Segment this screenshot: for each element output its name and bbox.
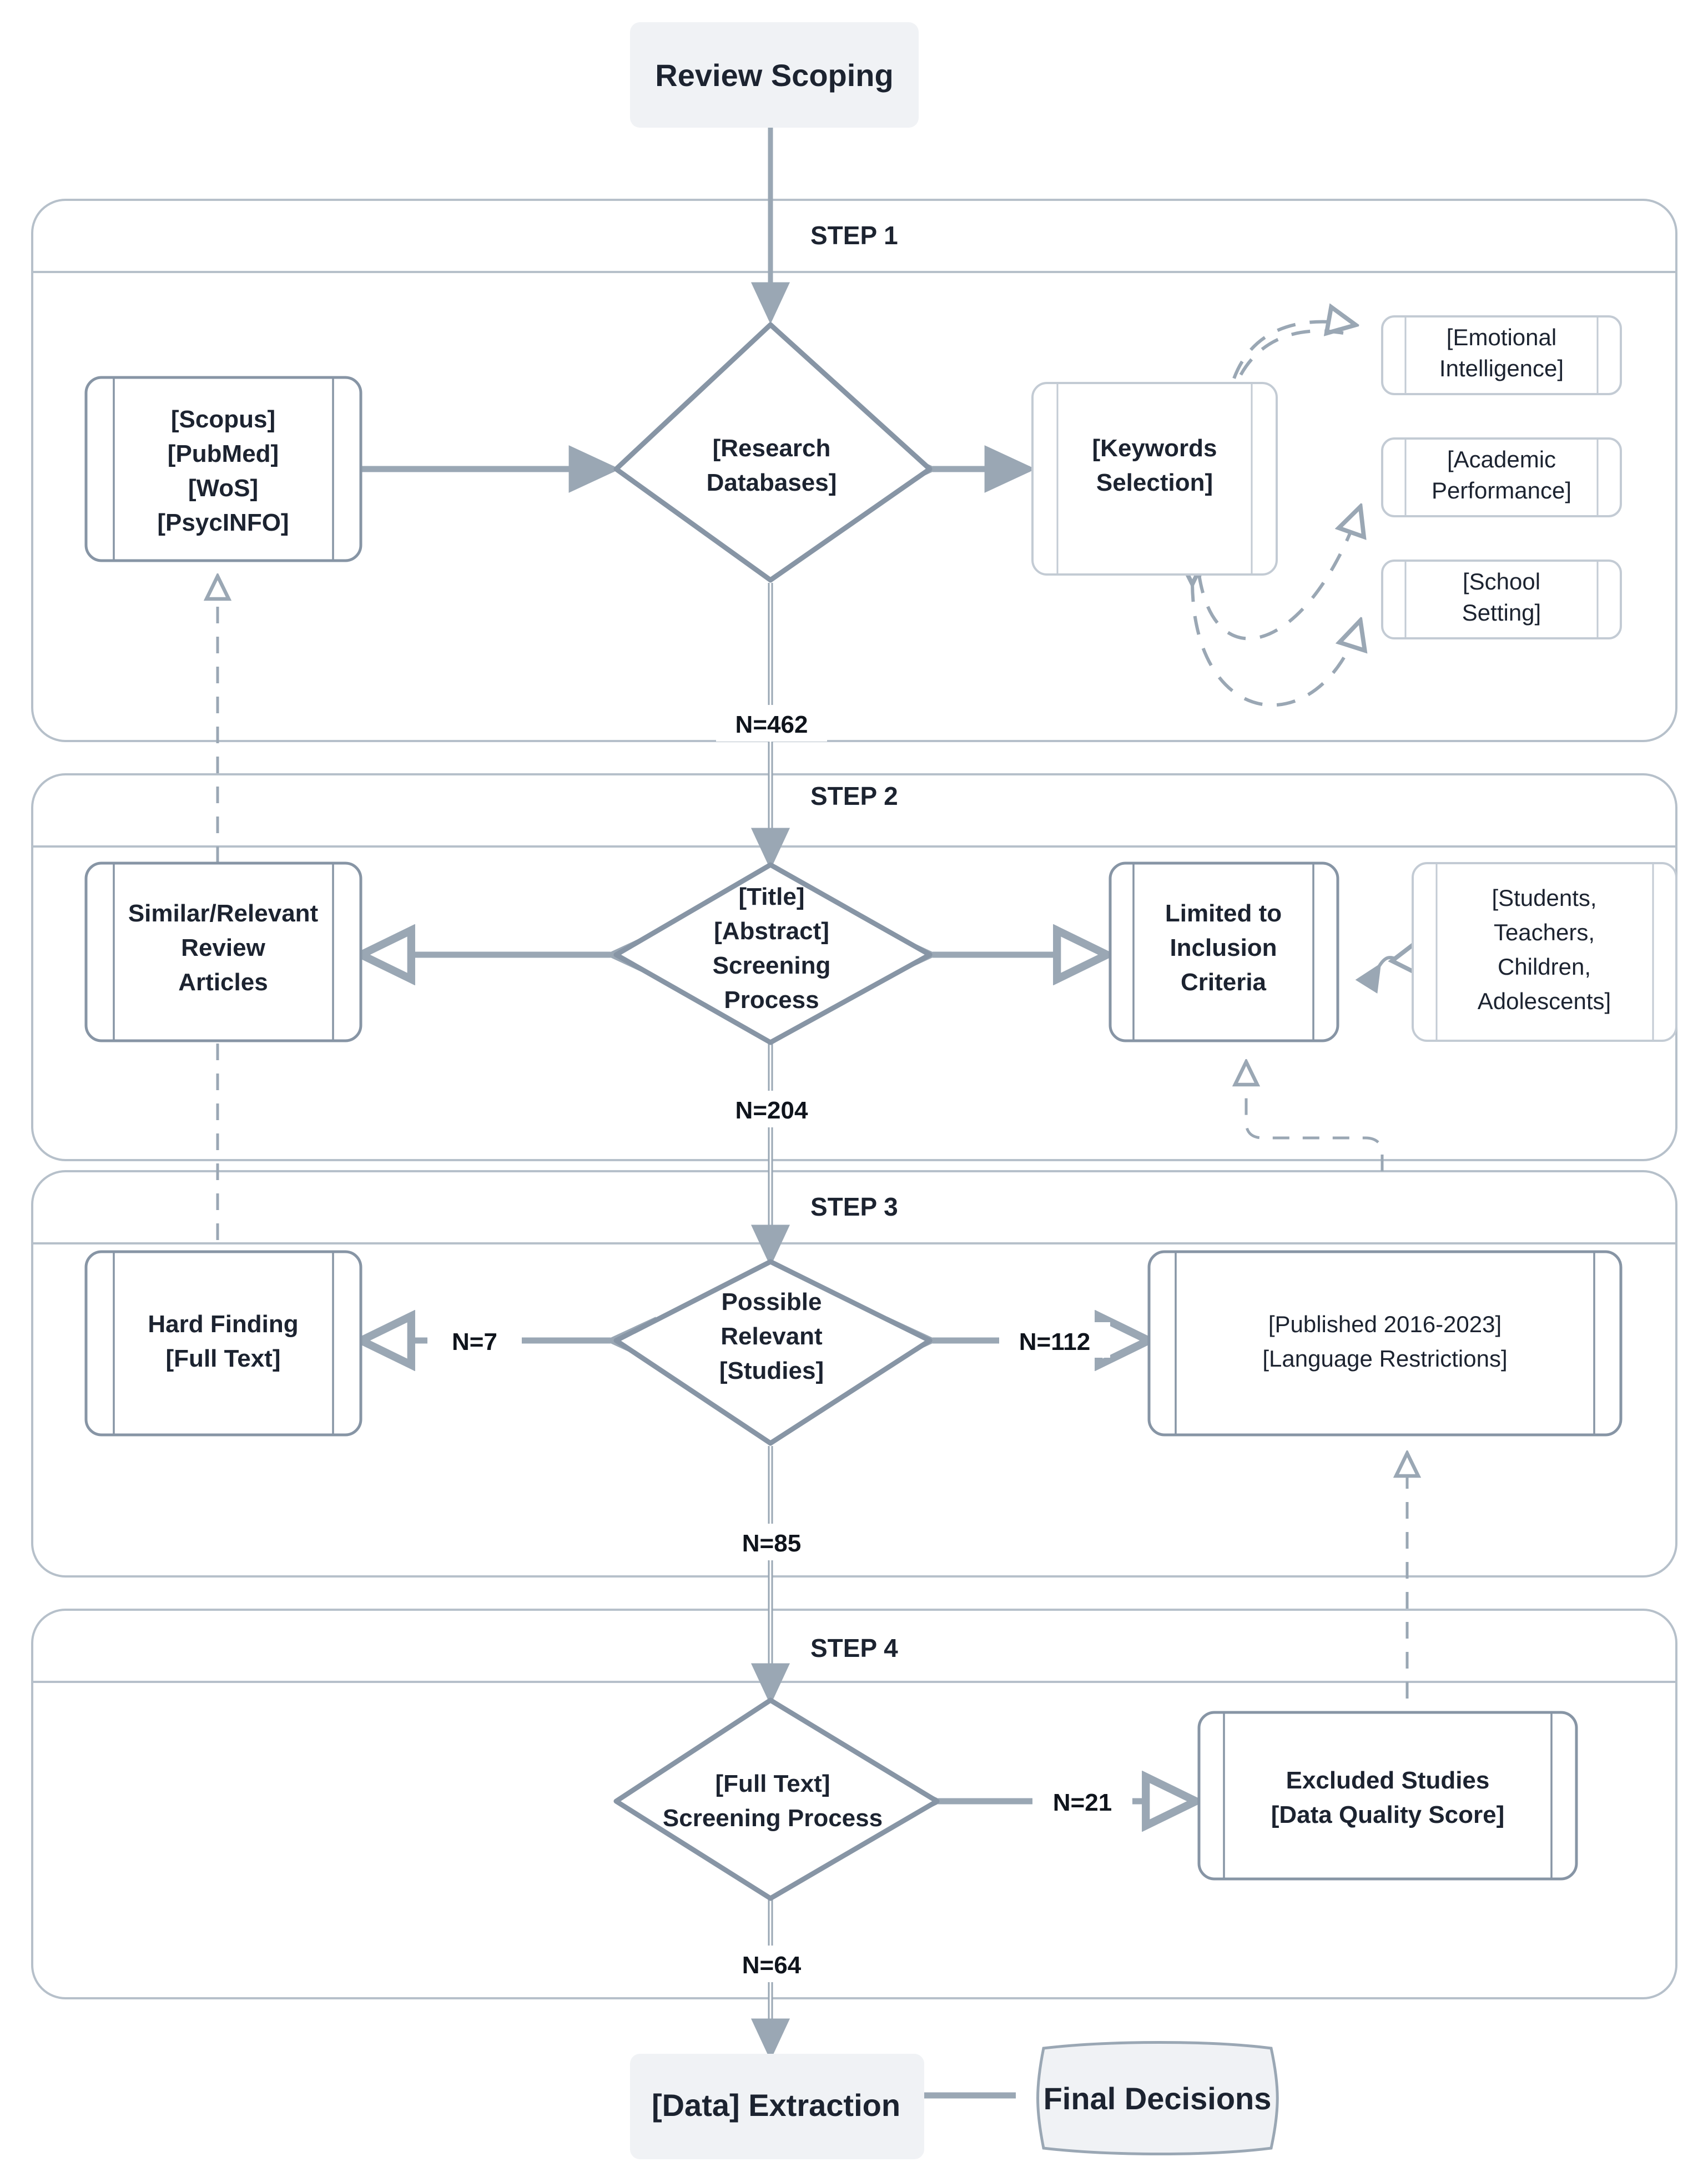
node-keyword-emotional-intelligence[interactable]: [Emotional Intelligence] (1381, 315, 1622, 395)
edge-keywords-school (1192, 583, 1360, 707)
node-similar-review-articles[interactable]: Similar/Relevant Review Articles (84, 861, 362, 1042)
node-inclusion-criteria[interactable]: Limited to Inclusion Criteria (1109, 861, 1339, 1042)
node-population-criteria[interactable]: [Students, Teachers, Children, Adolescen… (1412, 862, 1677, 1042)
edge-n204: N=204 (716, 1044, 827, 1267)
node-title-abstract-line1: [Title] (739, 883, 805, 910)
node-hard-finding[interactable]: Hard Finding [Full Text] (84, 1250, 362, 1437)
edge-label-n7: N=7 (452, 1328, 497, 1355)
node-databases-line2: [PubMed] (168, 440, 279, 467)
node-review-scoping-label: Review Scoping (655, 58, 893, 93)
node-published-line2: [Language Restrictions] (1262, 1346, 1507, 1372)
node-title-abstract-screening[interactable]: [Title] [Abstract] Screening Process (613, 862, 933, 1045)
node-final-decisions-label: Final Decisions (1044, 2081, 1272, 2116)
node-hard-finding-line1: Hard Finding (148, 1311, 298, 1338)
node-published-line1: [Published 2016-2023] (1268, 1311, 1502, 1337)
node-hard-finding-line2: [Full Text] (166, 1345, 281, 1372)
node-databases-line1: [Scopus] (171, 406, 275, 433)
lane-label-step2: STEP 2 (810, 782, 898, 810)
edge-label-n21: N=21 (1053, 1789, 1112, 1816)
edge-n64: N=64 (716, 1887, 822, 2060)
node-excluded-studies[interactable]: Excluded Studies [Data Quality Score] (1197, 1711, 1578, 1881)
node-fulltext-screening[interactable]: [Full Text] Screening Process (613, 1697, 940, 1901)
node-data-extraction-label: [Data] Extraction (652, 2088, 900, 2123)
node-keywords-line2: Selection] (1096, 469, 1213, 496)
node-inclusion-line1: Limited to (1165, 900, 1282, 927)
node-review-scoping[interactable]: Review Scoping (630, 22, 919, 128)
node-keyword-emotional-line2: Intelligence] (1439, 355, 1564, 381)
edge-inclusion-to-population (1379, 944, 1415, 966)
node-final-decisions[interactable]: Final Decisions (1036, 2041, 1279, 2155)
node-population-line4: Adolescents] (1478, 988, 1611, 1014)
node-research-databases-line1: [Research (713, 435, 831, 462)
node-keyword-academic-line2: Performance] (1432, 477, 1571, 503)
node-keywords-line1: [Keywords (1092, 435, 1217, 462)
node-possible-relevant-line1: Possible (722, 1288, 822, 1316)
lane-label-step1: STEP 1 (810, 221, 898, 250)
edge-published-to-inclusion (1246, 1063, 1384, 1171)
edge-n462: N=462 (716, 583, 827, 870)
node-keyword-academic-performance[interactable]: [Academic Performance] (1381, 437, 1622, 517)
edge-label-n204: N=204 (735, 1097, 808, 1124)
edge-label-n112: N=112 (1019, 1328, 1090, 1355)
node-data-extraction[interactable]: [Data] Extraction (630, 2054, 924, 2159)
node-databases-line3: [WoS] (188, 475, 258, 502)
node-title-abstract-line3: Screening (713, 952, 831, 979)
edge-n85: N=85 (716, 1446, 827, 1705)
node-similar-line3: Articles (178, 969, 268, 996)
edge-possible-to-hardfinding: N=7 (364, 1322, 611, 1358)
node-keyword-school-setting[interactable]: [School Setting] (1381, 560, 1622, 639)
node-similar-line2: Review (181, 934, 265, 961)
node-excluded-line1: Excluded Studies (1286, 1767, 1490, 1794)
node-population-line2: Teachers, (1494, 919, 1595, 945)
node-keyword-school-line1: [School (1463, 568, 1540, 594)
edge-fulltext-to-excluded: N=21 (938, 1783, 1193, 1818)
node-databases[interactable]: [Scopus] [PubMed] [WoS] [PsycINFO] (84, 376, 362, 562)
node-population-line3: Children, (1498, 954, 1591, 980)
node-inclusion-line3: Criteria (1181, 969, 1267, 996)
node-title-abstract-line2: [Abstract] (714, 918, 829, 945)
node-published-language[interactable]: [Published 2016-2023] [Language Restrict… (1147, 1250, 1623, 1437)
edge-label-n462: N=462 (735, 711, 808, 738)
node-similar-line1: Similar/Relevant (128, 900, 319, 927)
node-keyword-school-line2: Setting] (1462, 599, 1541, 626)
node-research-databases[interactable]: [Research Databases] (613, 322, 933, 583)
node-inclusion-line2: Inclusion (1170, 934, 1277, 961)
node-excluded-line2: [Data Quality Score] (1271, 1801, 1505, 1828)
node-research-databases-line2: Databases] (707, 469, 837, 496)
node-databases-line4: [PsycINFO] (157, 509, 289, 536)
node-possible-relevant-line3: [Studies] (719, 1357, 824, 1384)
node-keywords-selection[interactable]: [Keywords Selection] (1031, 382, 1278, 576)
node-keyword-emotional-line1: [Emotional (1447, 324, 1556, 350)
node-title-abstract-line4: Process (724, 986, 819, 1014)
node-possible-relevant-studies[interactable]: Possible Relevant [Studies] (613, 1259, 933, 1446)
node-fulltext-line2: Screening Process (663, 1805, 883, 1832)
lane-label-step4: STEP 4 (810, 1634, 898, 1662)
node-keyword-academic-line1: [Academic (1447, 446, 1556, 472)
edge-label-n64: N=64 (742, 1952, 802, 1979)
edge-possible-to-published: N=112 (933, 1322, 1146, 1358)
lane-label-step3: STEP 3 (810, 1192, 898, 1221)
node-population-line1: [Students, (1492, 885, 1596, 911)
node-fulltext-line1: [Full Text] (716, 1770, 830, 1797)
node-possible-relevant-line2: Relevant (721, 1323, 823, 1350)
edge-label-n85: N=85 (742, 1530, 801, 1557)
